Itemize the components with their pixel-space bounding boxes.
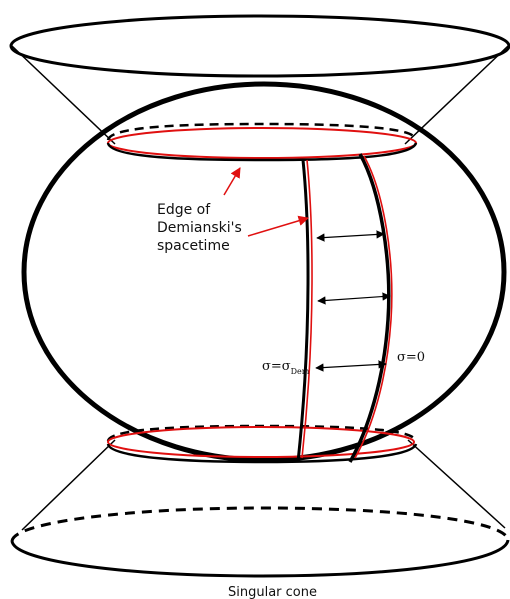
sigma-zero-surface	[350, 154, 392, 462]
sphere-outline	[24, 84, 504, 460]
sigma-dem-subscript: Dem	[291, 367, 310, 376]
top-cone-ellipse	[11, 16, 509, 76]
distance-arrow-upper	[317, 234, 384, 238]
edge-label-line3: spacetime	[157, 238, 230, 254]
top-cone-left-generator	[12, 46, 115, 144]
singular-cone-label: Singular cone	[228, 585, 317, 599]
edge-pointer-right	[248, 218, 308, 236]
edge-label-line1: Edge of	[157, 202, 211, 218]
sigma-dem-surface	[298, 160, 312, 462]
sigma-dem-label: σ=σDem	[262, 359, 310, 376]
bottom-edge-ring	[108, 426, 416, 462]
top-edge-ring	[108, 124, 416, 160]
distance-arrow-middle	[318, 296, 390, 301]
edge-label-line2: Demianski's	[157, 220, 242, 236]
distance-arrow-lower	[316, 364, 386, 368]
sigma-zero-label: σ=0	[397, 350, 425, 365]
edge-pointer-top	[224, 168, 240, 195]
singular-cone-ellipse	[12, 508, 508, 576]
